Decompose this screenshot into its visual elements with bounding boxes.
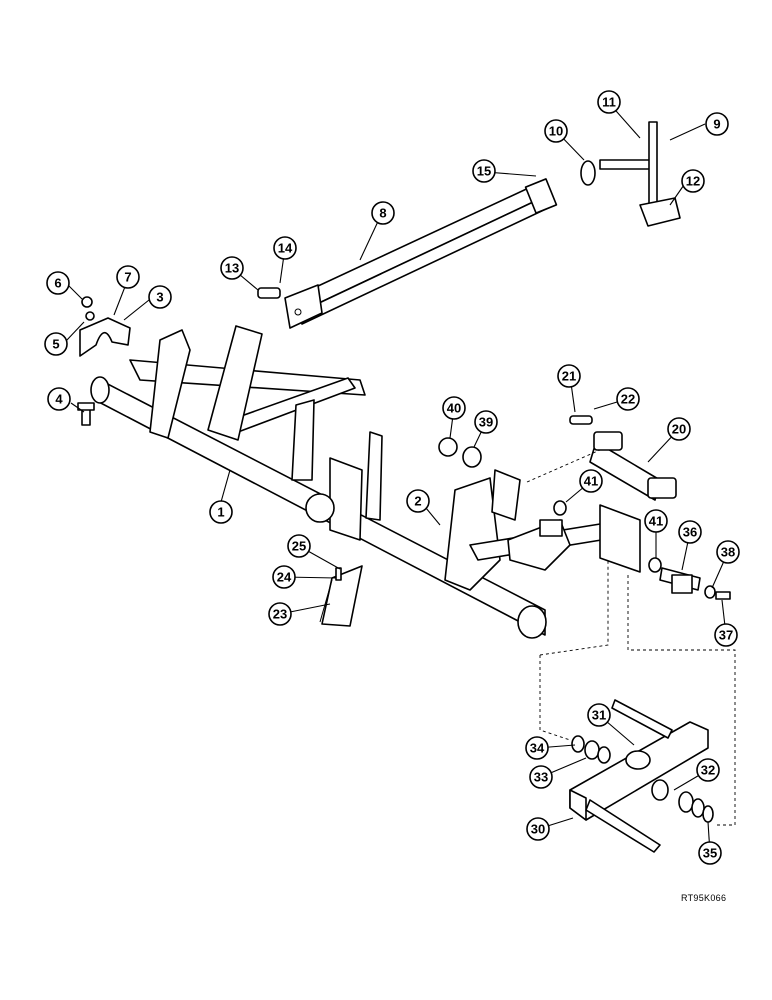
callout-3: 3 bbox=[148, 285, 172, 309]
callout-21: 21 bbox=[557, 364, 581, 388]
clamp-hardware bbox=[77, 296, 131, 426]
callout-23: 23 bbox=[268, 602, 292, 626]
callout-label: 7 bbox=[124, 270, 131, 285]
callout-4: 4 bbox=[47, 387, 71, 411]
callout-label: 9 bbox=[713, 117, 720, 132]
main-frame bbox=[90, 325, 641, 639]
axle-assembly bbox=[569, 699, 714, 853]
callout-label: 31 bbox=[592, 708, 606, 723]
callout-20: 20 bbox=[667, 417, 691, 441]
callout-9: 9 bbox=[705, 112, 729, 136]
callout-label: 22 bbox=[621, 392, 635, 407]
callout-label: 41 bbox=[584, 474, 598, 489]
callout-5: 5 bbox=[44, 332, 68, 356]
callout-label: 34 bbox=[530, 741, 545, 756]
callout-25: 25 bbox=[287, 534, 311, 558]
callout-label: 12 bbox=[686, 174, 700, 189]
callout-label: 13 bbox=[225, 261, 239, 276]
callout-label: 14 bbox=[278, 241, 293, 256]
callout-label: 39 bbox=[479, 415, 493, 430]
callout-7: 7 bbox=[116, 265, 140, 289]
callout-6: 6 bbox=[46, 271, 70, 295]
callout-label: 21 bbox=[562, 369, 576, 384]
callout-label: 23 bbox=[273, 607, 287, 622]
callout-label: 40 bbox=[447, 401, 461, 416]
callout-label: 8 bbox=[379, 206, 386, 221]
callout-2: 2 bbox=[406, 489, 430, 513]
bushing-41-lower bbox=[648, 557, 662, 573]
bushing-40 bbox=[438, 437, 458, 457]
callout-14: 14 bbox=[273, 236, 297, 260]
callout-label: 41 bbox=[649, 514, 663, 529]
callout-8: 8 bbox=[371, 201, 395, 225]
callout-label: 30 bbox=[531, 822, 545, 837]
callout-12: 12 bbox=[681, 169, 705, 193]
callout-39: 39 bbox=[474, 410, 498, 434]
bushing-41-upper bbox=[553, 500, 567, 516]
callout-label: 4 bbox=[55, 392, 63, 407]
callout-label: 6 bbox=[54, 276, 61, 291]
callout-label: 32 bbox=[701, 763, 715, 778]
callout-label: 3 bbox=[156, 290, 163, 305]
callout-label: 36 bbox=[683, 525, 697, 540]
callout-label: 10 bbox=[549, 124, 563, 139]
wear-plate bbox=[319, 565, 363, 627]
callout-41-lower: 41 bbox=[644, 509, 668, 533]
callout-34: 34 bbox=[525, 736, 549, 760]
callout-31: 31 bbox=[587, 703, 611, 727]
pin-13 bbox=[257, 287, 281, 299]
callout-40: 40 bbox=[442, 396, 466, 420]
callout-label: 35 bbox=[703, 846, 717, 861]
callout-11: 11 bbox=[597, 90, 621, 114]
callout-32: 32 bbox=[696, 758, 720, 782]
figure-code: RT95K066 bbox=[681, 893, 727, 903]
callout-label: 24 bbox=[277, 570, 292, 585]
callout-35: 35 bbox=[698, 841, 722, 865]
callout-label: 20 bbox=[672, 422, 686, 437]
callout-13: 13 bbox=[220, 256, 244, 280]
callout-1: 1 bbox=[209, 500, 233, 524]
callout-label: 25 bbox=[292, 539, 306, 554]
callout-label: 2 bbox=[414, 494, 421, 509]
tube-assembly bbox=[284, 178, 558, 329]
pivot-pin bbox=[659, 567, 731, 600]
callout-41-upper: 41 bbox=[579, 469, 603, 493]
callout-label: 15 bbox=[477, 164, 491, 179]
callout-36: 36 bbox=[678, 520, 702, 544]
callout-10: 10 bbox=[544, 119, 568, 143]
callout-33: 33 bbox=[529, 765, 553, 789]
phantom-lines bbox=[526, 449, 736, 826]
part-artwork bbox=[77, 121, 736, 853]
callout-label: 1 bbox=[217, 505, 224, 520]
callout-38: 38 bbox=[716, 540, 740, 564]
callouts: 1 2 3 4 5 6 7 8 9 10 11 12 13 14 15 20 2… bbox=[44, 90, 740, 865]
callout-37: 37 bbox=[714, 623, 738, 647]
callout-22: 22 bbox=[616, 387, 640, 411]
bushing-39 bbox=[462, 446, 482, 468]
callout-label: 38 bbox=[721, 545, 735, 560]
callout-label: 37 bbox=[719, 628, 733, 643]
callout-30: 30 bbox=[526, 817, 550, 841]
callout-24: 24 bbox=[272, 565, 296, 589]
handle-bolt bbox=[580, 121, 681, 227]
callout-15: 15 bbox=[472, 159, 496, 183]
cylinder bbox=[569, 415, 677, 501]
callout-label: 5 bbox=[52, 337, 59, 352]
callout-label: 11 bbox=[602, 95, 616, 110]
callout-label: 33 bbox=[534, 770, 548, 785]
